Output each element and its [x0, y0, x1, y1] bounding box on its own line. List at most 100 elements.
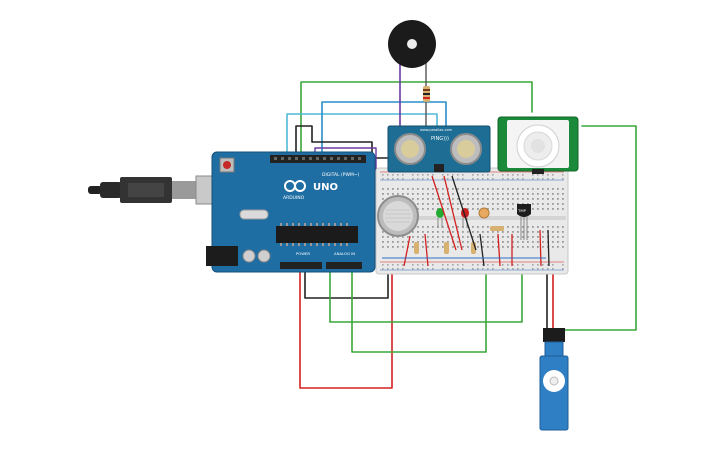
breadboard-hole: [552, 236, 554, 238]
breadboard-hole: [557, 241, 559, 243]
breadboard-hole: [507, 246, 509, 248]
breadboard-hole: [562, 226, 564, 228]
breadboard-hole: [552, 241, 554, 243]
breadboard-hole: [512, 198, 514, 200]
breadboard-hole: [472, 198, 474, 200]
breadboard-hole: [397, 241, 399, 243]
breadboard-rail-hole: [502, 268, 504, 270]
breadboard-hole: [507, 236, 509, 238]
breadboard-hole: [472, 208, 474, 210]
breadboard-hole: [487, 193, 489, 195]
breadboard-hole: [472, 188, 474, 190]
breadboard-hole: [512, 188, 514, 190]
breadboard-hole: [497, 208, 499, 210]
breadboard-rail-hole: [482, 268, 484, 270]
breadboard-hole: [502, 208, 504, 210]
breadboard-hole: [432, 203, 434, 205]
breadboard-hole: [477, 231, 479, 233]
breadboard-hole: [472, 203, 474, 205]
breadboard-hole: [467, 231, 469, 233]
breadboard-hole: [452, 188, 454, 190]
breadboard-hole: [497, 188, 499, 190]
breadboard-hole: [517, 236, 519, 238]
arduino-logo-text: ARDUINO: [283, 195, 305, 201]
breadboard-hole: [387, 246, 389, 248]
breadboard-hole: [417, 203, 419, 205]
breadboard-hole: [517, 231, 519, 233]
breadboard-hole: [562, 236, 564, 238]
breadboard-hole: [442, 231, 444, 233]
breadboard-rail-hole: [417, 268, 419, 270]
breadboard-hole: [412, 231, 414, 233]
breadboard-rail-hole: [492, 174, 494, 176]
breadboard-hole: [412, 236, 414, 238]
breadboard-hole: [427, 231, 429, 233]
breadboard-rail-hole: [542, 264, 544, 266]
breadboard-hole: [557, 193, 559, 195]
breadboard-hole: [517, 188, 519, 190]
breadboard-hole: [522, 203, 524, 205]
breadboard-hole: [532, 188, 534, 190]
breadboard-hole: [552, 208, 554, 210]
breadboard-rail-hole: [487, 264, 489, 266]
breadboard-hole: [412, 246, 414, 248]
breadboard-rail-hole: [427, 174, 429, 176]
breadboard-rail-hole: [492, 178, 494, 180]
breadboard-rail-hole: [552, 268, 554, 270]
buzzer-minus: −: [423, 57, 429, 65]
led-icon: [436, 208, 444, 228]
breadboard-hole: [522, 193, 524, 195]
breadboard-hole: [522, 188, 524, 190]
breadboard-hole: [522, 241, 524, 243]
breadboard-rail-hole: [477, 174, 479, 176]
breadboard-rail-hole: [532, 178, 534, 180]
wire-black-bottom: [304, 257, 389, 299]
breadboard-rail-hole: [447, 268, 449, 270]
wire-red-bottom: [299, 257, 393, 389]
breadboard-hole: [552, 203, 554, 205]
breadboard-rail-hole: [442, 268, 444, 270]
breadboard-hole: [487, 198, 489, 200]
breadboard-hole: [397, 188, 399, 190]
breadboard-hole: [467, 188, 469, 190]
breadboard-hole: [462, 203, 464, 205]
breadboard-rail-hole: [432, 264, 434, 266]
breadboard-hole: [387, 241, 389, 243]
breadboard-hole: [507, 193, 509, 195]
breadboard-rail-hole: [412, 264, 414, 266]
breadboard-hole: [537, 188, 539, 190]
breadboard-hole: [532, 241, 534, 243]
ping-url: www.parallax.com: [420, 128, 453, 132]
breadboard-rail-hole: [492, 264, 494, 266]
wire-green-pir-top: [300, 81, 533, 161]
breadboard-hole: [432, 208, 434, 210]
breadboard-hole: [427, 241, 429, 243]
breadboard-hole: [547, 203, 549, 205]
breadboard-hole: [552, 231, 554, 233]
breadboard-hole: [537, 198, 539, 200]
breadboard-rail-hole: [562, 268, 564, 270]
breadboard-hole: [387, 188, 389, 190]
breadboard-hole: [457, 236, 459, 238]
breadboard-hole: [452, 226, 454, 228]
breadboard-hole: [412, 193, 414, 195]
breadboard-hole: [452, 198, 454, 200]
breadboard-hole: [382, 241, 384, 243]
breadboard-hole: [557, 208, 559, 210]
breadboard-hole: [552, 226, 554, 228]
breadboard-hole: [497, 203, 499, 205]
breadboard-hole: [457, 241, 459, 243]
breadboard-hole: [532, 246, 534, 248]
breadboard-rail-hole: [442, 264, 444, 266]
breadboard-hole: [442, 203, 444, 205]
breadboard-rail-hole: [397, 178, 399, 180]
breadboard-hole: [517, 198, 519, 200]
breadboard-hole: [517, 203, 519, 205]
breadboard-rail-hole: [427, 268, 429, 270]
breadboard-hole: [472, 231, 474, 233]
breadboard-hole: [422, 241, 424, 243]
breadboard-rail-hole: [397, 174, 399, 176]
breadboard-hole: [452, 193, 454, 195]
reset-button[interactable]: [223, 161, 231, 169]
wire-green-bottom-1: [329, 237, 523, 323]
